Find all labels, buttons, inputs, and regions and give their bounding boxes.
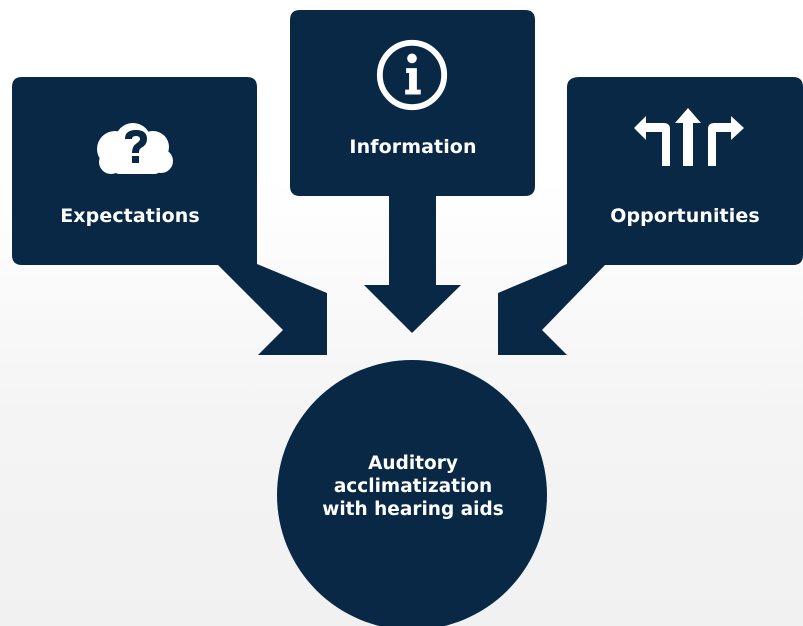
information-label: Information: [349, 136, 477, 158]
expectations-callout: [12, 77, 327, 355]
center-label: Auditory acclimatization with hearing ai…: [322, 453, 504, 520]
opportunities-label: Opportunities: [610, 205, 760, 227]
info-icon: [376, 39, 448, 111]
question-cloud-icon: [97, 123, 173, 174]
expectations-label: Expectations: [60, 205, 200, 227]
information-callout: [290, 10, 535, 333]
opportunities-callout: [498, 77, 803, 355]
direction-arrows-icon: [634, 108, 744, 166]
center-circle: [277, 360, 547, 626]
